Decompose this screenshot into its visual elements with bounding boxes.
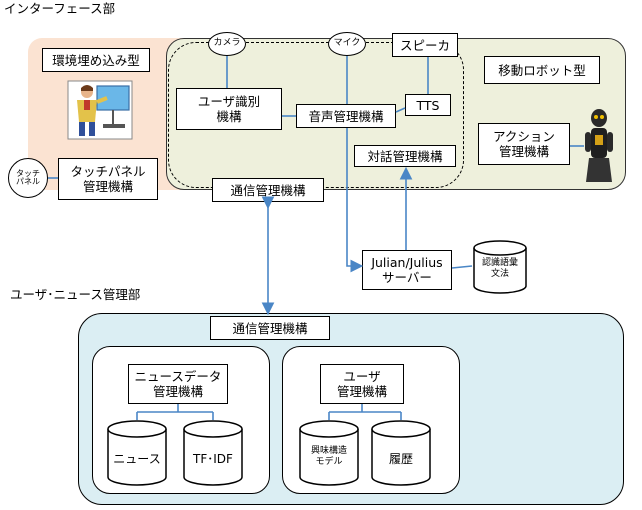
user-management-line2: 管理機構 [336,384,387,399]
interface-section-heading: インターフェース部 [4,1,116,16]
tts-module: TTS [405,94,451,116]
comm-management-top-label: 通信管理機構 [230,182,306,198]
mobile-robot-type-text: 移動ロボット型 [498,62,586,78]
dialogue-management-label: 対話管理機構 [367,148,443,164]
julian-server-module: Julian/Julius サーバー [362,250,452,290]
recognition-vocab-line1: 認識語彙 [481,258,518,268]
recognition-vocab-line2: 文法 [490,269,509,280]
user-management-module: ユーザ 管理機構 [320,364,404,404]
speaker-box: スピーカ [392,33,458,57]
user-identification-line2: 機構 [216,109,242,124]
touch-panel-line2: パネル [16,177,40,186]
tts-label: TTS [416,97,440,113]
mobile-robot-type-label: 移動ロボット型 [484,56,600,84]
history-db-label: 履歴 [388,452,413,466]
user-identification-line1: ユーザ識別 [197,94,261,109]
julian-server-line2: サーバー [382,270,432,285]
tfidf-db-label: TF･IDF [193,452,233,466]
interest-model-line2: モデル [315,456,343,467]
touch-panel-line1: タッチ [16,168,40,178]
interest-model-db: 興味構造 モデル [298,420,360,486]
embedded-type-text: 環境埋め込み型 [52,52,140,68]
action-management-line2: 管理機構 [498,144,549,159]
microphone-device: マイク [328,32,366,56]
recognition-vocab-db: 認識語彙 文法 [472,240,528,294]
robot-illustration [584,108,614,184]
microphone-label: マイク [333,38,361,49]
comm-management-top-module: 通信管理機構 [212,178,324,202]
action-management-line1: アクション [493,129,555,144]
julian-server-line1: Julian/Julius [371,255,443,270]
news-db-label: ニュース [113,452,161,466]
comm-management-bottom-module: 通信管理機構 [210,316,330,340]
camera-device: カメラ [208,32,246,56]
touch-panel-device: タッチ パネル [8,158,48,198]
touch-panel-management-line1: タッチパネル [70,164,146,179]
news-data-management-module: ニュースデータ 管理機構 [128,364,228,404]
voice-management-module: 音声管理機構 [296,104,396,128]
julian-vocab-link [451,265,473,269]
camera-label: カメラ [213,38,241,49]
tfidf-db: TF･IDF [182,420,244,486]
interest-model-line1: 興味構造 [310,446,347,456]
touch-panel-management-module: タッチパネル 管理機構 [58,158,158,200]
speaker-label: スピーカ [399,37,450,53]
person-at-display-illustration [67,80,133,140]
news-data-management-line2: 管理機構 [152,384,203,399]
news-db: ニュース [106,420,168,486]
user-management-line1: ユーザ [343,369,381,384]
dialogue-management-module: 対話管理機構 [354,145,456,167]
news-data-management-line1: ニュースデータ [134,369,222,384]
user-identification-module: ユーザ識別 機構 [176,88,282,130]
comm-management-bottom-label: 通信管理機構 [232,320,308,336]
touch-panel-management-line2: 管理機構 [82,179,133,194]
embedded-type-label: 環境埋め込み型 [42,48,150,72]
voice-management-label: 音声管理機構 [308,108,384,124]
user-news-section-heading: ユーザ･ニュース管理部 [10,287,141,302]
history-db: 履歴 [370,420,432,486]
action-management-module: アクション 管理機構 [478,123,570,165]
